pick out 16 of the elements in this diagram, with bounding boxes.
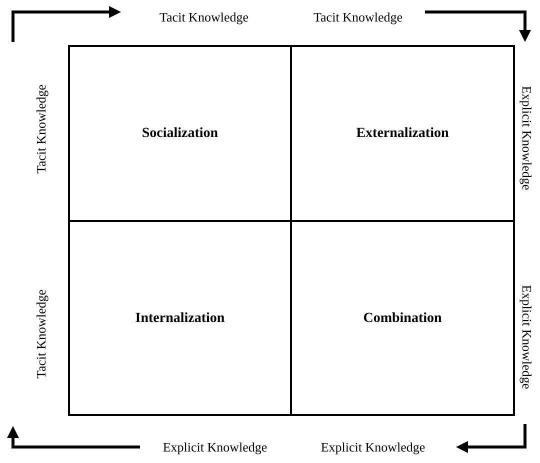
- quadrant-box: [68, 220, 292, 416]
- quadrant-box: [290, 45, 515, 222]
- quadrant-title: Externalization: [356, 125, 449, 143]
- axis-label: Explicit Knowledge: [162, 440, 268, 454]
- quadrant-title: Internalization: [135, 310, 225, 328]
- quadrant-box: [290, 220, 515, 416]
- axis-label: Tacit Knowledge: [160, 10, 248, 24]
- axis-label: Tacit Knowledge: [314, 10, 402, 24]
- quadrant-box: [68, 45, 292, 222]
- axis-label: Tacit Knowledge: [34, 290, 48, 378]
- axis-label: Explicit Knowledge: [320, 440, 426, 454]
- quadrant-title: Socialization: [142, 125, 218, 143]
- axis-label: Explicit Knowledge: [520, 86, 534, 190]
- quadrant-title: Combination: [363, 310, 442, 328]
- axis-label: Explicit Knowledge: [520, 284, 534, 390]
- axis-label: Tacit Knowledge: [34, 84, 48, 174]
